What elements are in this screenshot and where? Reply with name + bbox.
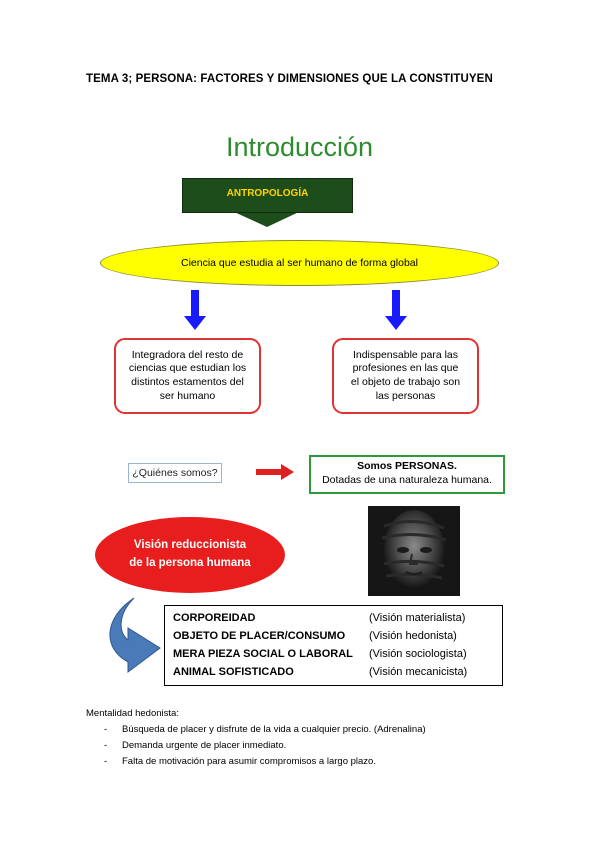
indispensable-line-4: las personas bbox=[375, 389, 436, 402]
reductionist-ellipse: Visión reduccionista de la persona human… bbox=[95, 517, 285, 593]
indispensable-box: Indispensable para las profesiones en la… bbox=[332, 338, 479, 414]
vision-row: CORPOREIDAD (Visión materialista) bbox=[173, 610, 494, 626]
integrator-line-2: ciencias que estudian los bbox=[128, 362, 247, 375]
definition-ellipse: Ciencia que estudia al ser humano de for… bbox=[100, 240, 499, 286]
question-box: ¿Quiénes somos? bbox=[128, 463, 222, 483]
bullet-dash: - bbox=[104, 724, 108, 735]
intro-heading: Introducción bbox=[225, 132, 374, 162]
hedonism-item: - Búsqueda de placer y disfrute de la vid… bbox=[104, 724, 426, 735]
banner-arrow-head bbox=[232, 211, 301, 227]
bullet-dash: - bbox=[104, 756, 108, 767]
vision-row: OBJETO DE PLACER/CONSUMO (Visión hedonis… bbox=[173, 628, 494, 644]
integrator-line-3: distintos estamentos del bbox=[131, 376, 244, 388]
hedonism-item: - Demanda urgente de placer inmediato. bbox=[104, 740, 286, 751]
integrator-line-4: ser humano bbox=[159, 389, 216, 402]
wrapped-face-photo bbox=[368, 506, 460, 596]
vision-row: MERA PIEZA SOCIAL O LABORAL (Visión soci… bbox=[173, 646, 494, 662]
indispensable-line-2: profesiones en las que bbox=[352, 362, 459, 375]
integrator-line-1: Integradora del resto de bbox=[131, 348, 244, 361]
hedonism-item: - Falta de motivación para asumir comprom… bbox=[104, 756, 376, 767]
hedonism-item-text: Falta de motivación para asumir compromi… bbox=[122, 756, 376, 767]
answer-body: Dotadas de una naturaleza humana. bbox=[322, 474, 492, 486]
vision-name: MERA PIEZA SOCIAL O LABORAL bbox=[173, 648, 353, 660]
hedonism-item-text: Demanda urgente de placer inmediato. bbox=[122, 740, 287, 751]
answer-title: Somos PERSONAS. bbox=[357, 460, 457, 472]
vision-name: OBJETO DE PLACER/CONSUMO bbox=[173, 630, 346, 642]
anthropology-banner: ANTROPOLOGÍA bbox=[182, 178, 353, 213]
integrator-box: Integradora del resto de ciencias que es… bbox=[114, 338, 261, 414]
vision-name: ANIMAL SOFISTICADO bbox=[173, 666, 294, 678]
down-arrow-right-icon bbox=[385, 290, 407, 330]
curved-arrow-icon bbox=[109, 597, 161, 673]
vision-view: (Visión hedonista) bbox=[369, 630, 457, 642]
right-arrow-icon bbox=[256, 464, 294, 480]
down-arrow-left-icon bbox=[184, 290, 206, 330]
reductionist-line-2: de la persona humana bbox=[129, 557, 251, 569]
hedonism-title: Mentalidad hedonista: bbox=[86, 708, 179, 719]
vision-name: CORPOREIDAD bbox=[173, 612, 256, 624]
hedonism-item-text: Búsqueda de placer y disfrute de la vida… bbox=[122, 724, 426, 735]
reductionist-line-1: Visión reduccionista bbox=[133, 539, 247, 552]
answer-box: Somos PERSONAS. Dotadas de una naturalez… bbox=[309, 455, 505, 494]
indispensable-line-1: Indispensable para las bbox=[352, 348, 459, 361]
visions-list: CORPOREIDAD (Visión materialista) OBJETO… bbox=[164, 605, 503, 686]
vision-view: (Visión mecanicista) bbox=[369, 666, 468, 678]
vision-view: (Visión sociologista) bbox=[369, 648, 467, 660]
document-title: TEMA 3; PERSONA: FACTORES Y DIMENSIONES … bbox=[86, 73, 493, 85]
vision-view: (Visión materialista) bbox=[369, 612, 466, 624]
bullet-dash: - bbox=[104, 740, 108, 751]
indispensable-line-3: el objeto de trabajo son bbox=[350, 376, 461, 388]
vision-row: ANIMAL SOFISTICADO (Visión mecanicista) bbox=[173, 664, 494, 680]
